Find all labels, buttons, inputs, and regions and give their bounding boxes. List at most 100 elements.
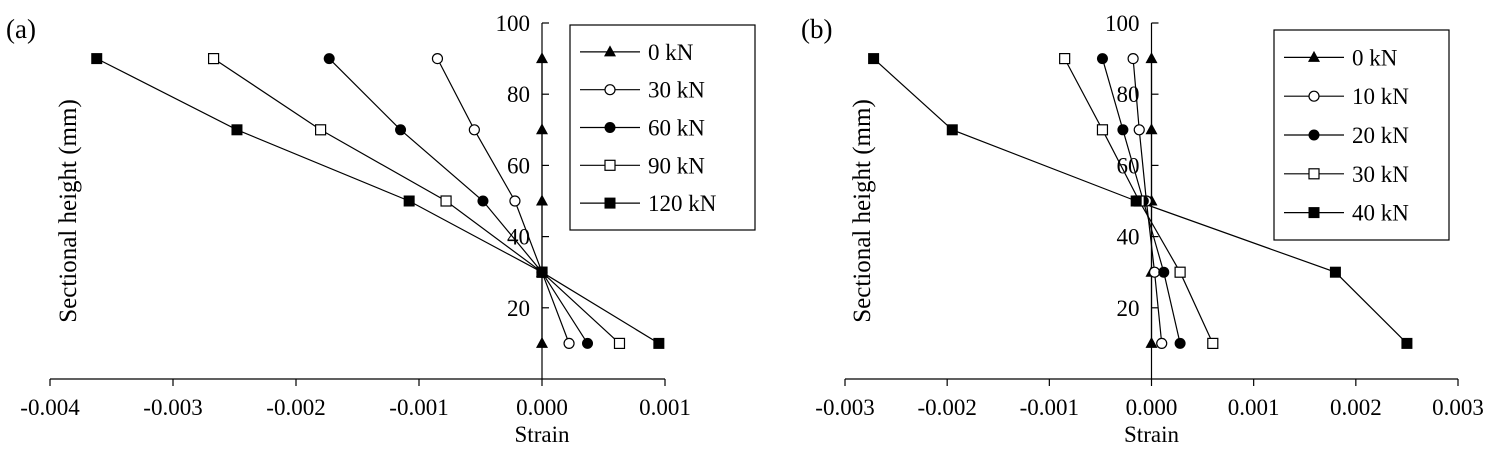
data-point-0-kn — [1145, 336, 1158, 348]
data-point-20-kn — [1096, 53, 1108, 65]
legend-marker — [604, 122, 616, 133]
data-point-60-kn — [323, 53, 335, 65]
data-point-0-kn — [536, 52, 548, 64]
data-point-10-kn — [1133, 124, 1145, 136]
x-tick-label: 0.000 — [1126, 395, 1178, 420]
data-point-20-kn — [1158, 266, 1170, 278]
legend-marker — [604, 159, 616, 171]
data-point-10-kn — [1127, 52, 1139, 65]
data-point-120-kn — [231, 124, 243, 136]
data-point-30-kn — [509, 195, 521, 207]
x-tick-label: -0.001 — [1020, 395, 1079, 420]
x-tick-label: 0.002 — [1330, 395, 1382, 420]
data-point-10-kn — [1156, 337, 1168, 349]
data-point-30-kn — [1059, 52, 1071, 65]
data-point-40-kn — [1401, 337, 1413, 349]
panel-label: (b) — [801, 14, 832, 44]
data-point-0-kn — [1145, 52, 1158, 64]
legend-marker — [604, 45, 616, 57]
legend-entry-label: 0 kN — [648, 40, 694, 65]
x-tick-label: 0.000 — [516, 395, 568, 420]
x-axis-label: Strain — [1124, 422, 1179, 447]
y-tick-label: 60 — [507, 153, 530, 178]
data-point-60-kn — [582, 337, 594, 349]
data-point-90-kn — [613, 337, 626, 349]
data-point-90-kn — [440, 195, 452, 207]
data-point-90-kn — [315, 124, 327, 136]
plot-area — [91, 52, 665, 349]
legend-marker — [604, 197, 616, 209]
data-point-60-kn — [477, 195, 489, 207]
legend-marker — [1308, 90, 1320, 102]
data-point-40-kn — [1329, 266, 1341, 278]
legend: 0 kN 10 kN 20 kN 30 kN 40 kN — [1273, 29, 1450, 241]
series-line-30-kn — [436, 58, 570, 344]
legend-entry-label: 0 kN — [1352, 45, 1398, 70]
data-point-30-kn — [1096, 124, 1109, 136]
legend-entry-label: 60 kN — [648, 116, 705, 141]
plot-area — [868, 52, 1413, 349]
legend-marker — [1308, 129, 1320, 141]
panel-a-strain-chart: (a) -0.004 -0.003 -0.002 -0.001 0.000 0.001 20 4… — [6, 11, 756, 447]
x-tick-label: 0.003 — [1432, 395, 1484, 420]
data-point-20-kn — [1117, 124, 1129, 136]
series-line-60-kn — [328, 58, 589, 344]
legend-marker — [1308, 50, 1320, 62]
data-point-30-kn — [1174, 266, 1186, 278]
data-point-10-kn — [1148, 266, 1161, 278]
x-tick-label: -0.003 — [143, 395, 202, 420]
y-tick-label: 20 — [507, 296, 530, 321]
series-line-90-kn — [213, 58, 620, 344]
panel-b-strain-chart: (b) -0.003 -0.002 -0.001 0.000 0.001 0.002 0.00… — [801, 11, 1484, 447]
data-point-120-kn — [653, 337, 665, 349]
x-tick-label: -0.001 — [389, 395, 448, 420]
legend-entry-label: 10 kN — [1352, 84, 1409, 109]
x-tick-label: -0.002 — [917, 395, 976, 420]
x-tick-label: 0.001 — [639, 395, 691, 420]
legend-entry-label: 20 kN — [1352, 123, 1409, 148]
y-axis-label: Sectional height (mm) — [55, 99, 82, 323]
legend-entry-label: 120 kN — [648, 191, 717, 216]
legend-marker — [1308, 168, 1320, 180]
legend-entry-label: 40 kN — [1352, 201, 1409, 226]
x-tick-label: -0.003 — [815, 395, 874, 420]
x-tick-label: 0.001 — [1228, 395, 1280, 420]
data-point-0-kn — [1145, 123, 1158, 135]
y-tick-label: 100 — [1105, 11, 1140, 36]
data-point-120-kn — [403, 195, 415, 207]
legend: 0 kN 30 kN 60 kN 90 kN 120 kN — [569, 24, 756, 231]
data-point-20-kn — [1174, 337, 1186, 349]
data-point-120-kn — [536, 266, 548, 278]
data-point-0-kn — [536, 123, 548, 135]
panel-label: (a) — [6, 14, 36, 44]
data-point-60-kn — [395, 124, 407, 136]
y-tick-label: 100 — [496, 11, 531, 36]
y-tick-label: 40 — [1117, 225, 1140, 250]
data-point-40-kn — [868, 53, 880, 65]
data-point-40-kn — [946, 124, 958, 136]
data-point-30-kn — [1207, 337, 1219, 349]
y-tick-label: 60 — [1117, 153, 1140, 178]
data-point-30-kn — [431, 52, 444, 65]
legend-marker — [604, 84, 616, 96]
legend-entry-label: 30 kN — [648, 78, 705, 103]
x-tick-label: -0.002 — [266, 395, 325, 420]
data-point-30-kn — [468, 124, 480, 136]
data-point-0-kn — [536, 194, 548, 206]
legend-entry-label: 90 kN — [648, 153, 705, 178]
y-axis-label: Sectional height (mm) — [849, 99, 876, 323]
legend-marker — [1308, 207, 1320, 219]
y-tick-label: 20 — [1117, 296, 1140, 321]
x-axis-label: Strain — [515, 422, 570, 447]
data-point-30-kn — [563, 337, 575, 349]
data-point-90-kn — [207, 52, 220, 65]
data-point-0-kn — [536, 336, 548, 348]
data-point-40-kn — [1130, 195, 1142, 207]
y-tick-label: 80 — [1117, 82, 1140, 107]
y-tick-label: 40 — [507, 225, 530, 250]
x-tick-label: -0.004 — [20, 395, 80, 420]
y-tick-label: 80 — [507, 82, 530, 107]
legend-entry-label: 30 kN — [1352, 162, 1409, 187]
data-point-120-kn — [91, 53, 103, 65]
